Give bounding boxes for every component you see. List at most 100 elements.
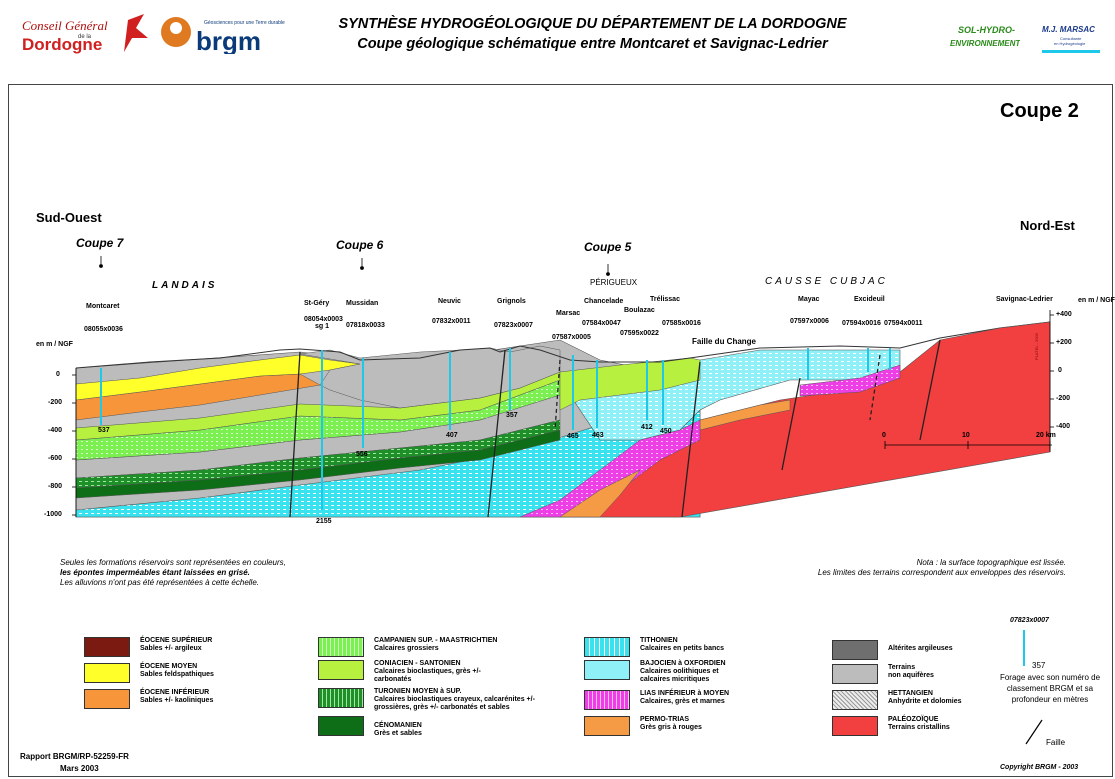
left-tick-5: -1000 — [44, 511, 62, 518]
legend-swatch — [318, 660, 364, 680]
logo-conseil-general: Conseil Général de la Dordogne — [20, 12, 150, 54]
legend-swatch — [318, 637, 364, 657]
scale-10: 10 — [962, 432, 970, 439]
legend-borehole-line — [1023, 630, 1025, 666]
place-mayac: Mayac — [798, 296, 820, 303]
right-tick-4: -400 — [1056, 423, 1071, 430]
scale-0: 0 — [882, 432, 886, 439]
left-tick-2: -400 — [48, 427, 63, 434]
logo-brgm: brgm Géosciences pour une Terre durable — [160, 14, 290, 56]
svg-text:de la: de la — [78, 34, 92, 40]
legend-sub: Grès gris à rouges — [640, 724, 702, 731]
main-subtitle: Coupe géologique schématique entre Montc… — [357, 36, 828, 52]
ref-coupe-7: Coupe 7 — [76, 236, 124, 250]
axis-label-left: en m / NGF — [36, 341, 73, 348]
legend-swatch — [584, 690, 630, 710]
axis-label-right: en m / NGF — [1078, 297, 1115, 304]
legend-title: LIAS INFÉRIEUR à MOYEN — [640, 690, 730, 697]
note-left: Seules les formations réservoirs sont re… — [60, 558, 286, 588]
legend-swatch — [832, 640, 878, 660]
logo-sol-hydro: SOL-HYDRO- ENVIRONNEMENT — [950, 22, 1021, 52]
bh-08054x0003: 08054x0003 sg 1 — [304, 316, 343, 330]
legend-swatch — [84, 663, 130, 683]
bh-07584x0047: 07584x0047 — [582, 320, 621, 327]
bh-07818x0033: 07818x0033 — [346, 322, 385, 329]
legend-title: ÉOCENE SUPÉRIEUR — [140, 637, 213, 644]
legend-sub: Calcaires, grès et marnes — [640, 698, 725, 705]
svg-text:Géosciences pour une Terre dur: Géosciences pour une Terre durable — [204, 20, 285, 26]
svg-text:M.J. MARSAC: M.J. MARSAC — [1042, 25, 1095, 34]
depth-412: 412 — [641, 424, 653, 431]
sol-hydro-logo-icon: SOL-HYDRO- ENVIRONNEMENT — [950, 25, 1021, 48]
legend-fault-text: Faille — [1046, 738, 1066, 747]
legend-swatch — [584, 660, 630, 680]
svg-text:ENVIRONNEMENT: ENVIRONNEMENT — [950, 39, 1020, 48]
legend-borehole-code: 07823x0007 — [1010, 617, 1049, 624]
bh-07594x0011: 07594x0011 — [884, 320, 923, 327]
note-left-3: Les alluvions n'ont pas été représentées… — [60, 578, 259, 587]
right-axis — [1049, 310, 1054, 452]
svg-text:Dordogne: Dordogne — [22, 35, 102, 54]
legend-title: CONIACIEN - SANTONIEN — [374, 660, 461, 667]
figure-frame — [8, 84, 1113, 777]
legend-title: ÉOCENE MOYEN — [140, 663, 198, 670]
legend-fault-icon — [1025, 719, 1043, 745]
legend-swatch — [318, 688, 364, 708]
svg-text:brgm: brgm — [196, 26, 261, 54]
place-montcaret: Montcaret — [86, 303, 120, 310]
legend-sub: non aquifères — [888, 672, 934, 679]
legend-sub: Calcaires bioclastiques crayeux, calcaré… — [374, 696, 535, 711]
note-right-2: Les limites des terrains correspondent a… — [817, 568, 1066, 577]
logo-marsac: M.J. MARSAC Consultante en Hydrogéologie — [1040, 22, 1105, 56]
svg-text:en Hydrogéologie: en Hydrogéologie — [1054, 41, 1086, 46]
footer-date: Mars 2003 — [60, 764, 99, 773]
place-chancelade: Chancelade — [584, 298, 624, 305]
scale-bar — [884, 441, 1052, 449]
coupe-title: Coupe 2 — [1000, 100, 1079, 122]
bh-08055x0036: 08055x0036 — [84, 326, 123, 333]
legend-title: TURONIEN MOYEN à SUP. — [374, 688, 462, 695]
legend-swatch — [584, 716, 630, 736]
bh-07585x0016: 07585x0016 — [662, 320, 701, 327]
legend-sub: Terrains cristallins — [888, 724, 950, 731]
fault-du-change-label: Faille du Change — [692, 337, 757, 346]
place-excideuil: Excideuil — [854, 296, 885, 303]
header: Conseil Général de la Dordogne brgm Géos… — [0, 0, 1115, 84]
legend-sub: Calcaires bioclastiques, grès +/- carbon… — [374, 668, 481, 683]
legend-borehole-text: Forage avec son numéro de classement BRG… — [999, 673, 1101, 704]
layer-lias-east — [799, 364, 901, 397]
marsac-logo-icon: M.J. MARSAC Consultante en Hydrogéologie — [1042, 25, 1100, 53]
bh-07587x0005: 07587x0005 — [552, 334, 591, 341]
main-title: SYNTHÈSE HYDROGÉOLOGIQUE DU DÉPARTEMENT … — [338, 16, 847, 32]
legend-swatch — [832, 690, 878, 710]
legend-swatch — [318, 716, 364, 736]
right-tick-2: 0 — [1058, 367, 1062, 374]
faults — [289, 339, 941, 518]
depth-465: 465 — [567, 433, 579, 440]
note-left-1: Seules les formations réservoirs sont re… — [60, 558, 286, 567]
place-neuvic: Neuvic — [438, 298, 461, 305]
legend-swatch — [584, 637, 630, 657]
right-tick-1: +200 — [1056, 339, 1072, 346]
boreholes — [100, 348, 891, 510]
place-mussidan: Mussidan — [346, 300, 379, 307]
legend-title: TITHONIEN — [640, 637, 678, 644]
legend-swatch — [832, 664, 878, 684]
ground-surface — [75, 321, 1051, 369]
brgm-logo-icon: brgm Géosciences pour une Terre durable — [161, 17, 285, 56]
left-tick-3: -600 — [48, 455, 63, 462]
layer-permo-west — [559, 469, 641, 518]
legend-sub: Sables +/- argileux — [140, 645, 202, 652]
legend-sub: Calcaires grossiers — [374, 645, 439, 652]
region-causse-cubjac: CAUSSE CUBJAC — [765, 276, 888, 287]
legend-borehole-depth: 357 — [1032, 661, 1046, 670]
legend-title: Altérites argileuses — [888, 645, 953, 652]
layer-cenomanian — [75, 429, 561, 499]
depth-450: 450 — [660, 428, 672, 435]
depth-407: 407 — [446, 432, 458, 439]
bh-07823x0007: 07823x0007 — [494, 322, 533, 329]
note-left-2: les épontes imperméables étant laissées … — [60, 568, 250, 577]
legend-sub: Sables feldspathiques — [140, 671, 214, 678]
legend-title: ÉOCENE INFÉRIEUR — [140, 689, 210, 696]
note-right: Nota : la surface topographique est liss… — [760, 558, 1066, 578]
